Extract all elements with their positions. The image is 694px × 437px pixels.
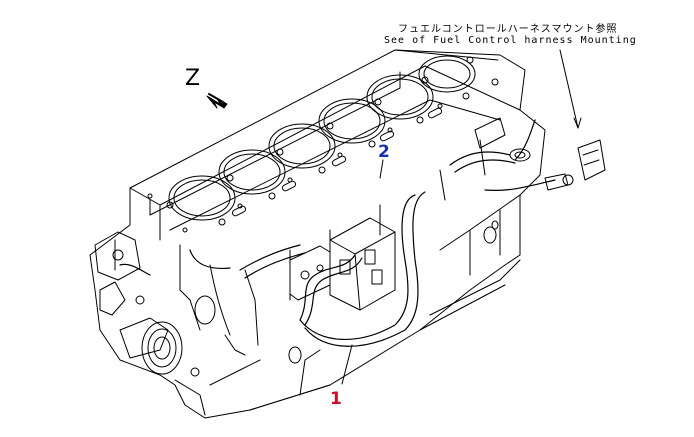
block-skirt: [249, 259, 521, 411]
block-outline: [89, 49, 546, 419]
callout-2: 2: [378, 142, 390, 162]
leader-lines: [341, 49, 582, 385]
view-label-z: Z: [185, 66, 201, 91]
callout-1-leader-line: [341, 344, 353, 385]
fuel-control-harness: [119, 119, 556, 347]
callout-1: 1: [330, 389, 342, 409]
view-direction-arrow: [206, 93, 228, 109]
note-english: See of Fuel Control harness Mounting: [384, 35, 637, 46]
controller-module: [289, 217, 396, 311]
head-bolt-holes: [147, 56, 499, 233]
note-leader-line: [559, 49, 579, 129]
callout-2-leader-line: [379, 159, 384, 179]
front-end-cover: [94, 231, 206, 416]
deck-slots: [231, 107, 443, 217]
cylinder-bores: [168, 55, 476, 221]
note-japanese: フュエルコントロールハーネスマウント参照: [398, 24, 618, 35]
sensor-connectors: [474, 117, 606, 191]
